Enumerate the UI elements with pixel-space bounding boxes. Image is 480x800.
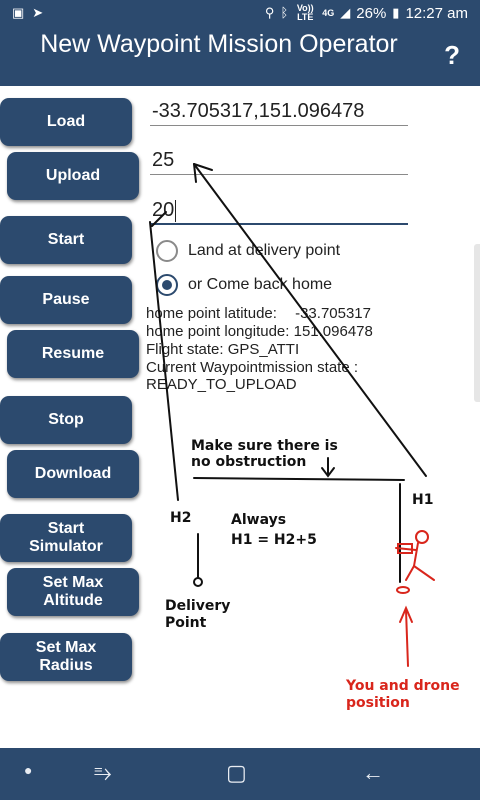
altitude-value: 25 (152, 149, 175, 171)
position-arrow (405, 609, 409, 667)
download-button[interactable]: Download (7, 450, 139, 498)
scroll-edge-handle[interactable] (474, 244, 480, 402)
home-lat-row: home point latitude: -33.705317 (146, 305, 371, 322)
mission-state-label: Current Waypointmission state : (146, 359, 359, 376)
set-max-radius-button[interactable]: Set Max Radius (0, 633, 132, 681)
altitude-input[interactable]: 25 (150, 145, 408, 175)
person-head (415, 530, 429, 544)
image-icon: ▣ (12, 5, 25, 20)
position-label-2: position (346, 695, 410, 711)
bluetooth-icon: ᛒ (280, 5, 289, 20)
obstruction-arrow-head (321, 467, 335, 478)
obstruction-note-2: no obstruction (191, 454, 307, 470)
set-max-altitude-button[interactable]: Set Max Altitude (7, 568, 139, 616)
obstruction-line (193, 477, 405, 481)
back-icon[interactable]: ← (362, 760, 384, 785)
battery-icon: ▮ (392, 5, 400, 20)
h1-arrow-head-a (193, 163, 197, 183)
controller-shape (397, 543, 413, 554)
status-bar: ▣ ➤ ⚲ ᛒ Vo)) LTE 4G ◢ 26% ▮ 12:27 am (0, 0, 480, 28)
home-lon-value: 151.096478 (293, 323, 373, 340)
delivery-label-2: Point (165, 615, 207, 631)
status-right: ⚲ ᛒ Vo)) LTE 4G ◢ 26% ▮ 12:27 am (265, 4, 468, 22)
data-indicator: 4G (322, 7, 335, 18)
h1-arrow-head-b (193, 163, 213, 171)
resume-button[interactable]: Resume (7, 330, 139, 378)
coordinates-value: -33.705317,151.096478 (152, 100, 365, 122)
position-arrow-head (399, 605, 413, 623)
rule-line-1: Always (231, 512, 287, 528)
recent-apps-icon[interactable]: ⥱ (94, 760, 112, 785)
position-label-1: You and drone (346, 678, 460, 694)
h1-label: H1 (412, 492, 434, 508)
h2-arrow-head (151, 211, 167, 227)
upload-button[interactable]: Upload (7, 152, 139, 200)
sketch-lines (149, 163, 427, 587)
h2-label: H2 (170, 510, 192, 526)
home-icon[interactable]: ▢ (226, 760, 247, 785)
send-icon: ➤ (32, 5, 44, 20)
land-option[interactable]: Land at delivery point (156, 240, 340, 262)
home-lon-row: home point longitude: 151.096478 (146, 323, 373, 340)
altitude-secondary-value: 20 (152, 199, 175, 221)
h1-guide-line (193, 163, 427, 477)
obstruction-note-1: Make sure there is (191, 438, 338, 454)
pause-button[interactable]: Pause (0, 276, 132, 324)
page-title: New Waypoint Mission Operator (40, 30, 398, 58)
volte-indicator: Vo)) LTE (296, 3, 314, 22)
altitude-secondary-input[interactable]: 20 (150, 195, 408, 225)
land-radio[interactable] (156, 240, 178, 262)
coordinates-input[interactable]: -33.705317,151.096478 (150, 96, 408, 126)
stop-button[interactable]: Stop (0, 396, 132, 444)
battery-percent: 26% (356, 4, 387, 22)
home-lat-label: home point latitude: (146, 305, 277, 322)
app-bar: New Waypoint Mission Operator ? (0, 28, 480, 86)
land-label: Land at delivery point (188, 242, 341, 259)
mission-state-value: READY_TO_UPLOAD (146, 376, 297, 393)
signal-icon: ◢ (340, 5, 351, 20)
delivery-label-1: Delivery (165, 598, 231, 614)
text-cursor (175, 199, 177, 222)
person-leg-right (413, 565, 435, 581)
person-figure (395, 530, 435, 667)
dot-icon[interactable]: ● (24, 762, 33, 778)
flight-state: Flight state: GPS_ATTI (146, 341, 300, 358)
status-left: ▣ ➤ (12, 4, 43, 22)
rule-line-2: H1 = H2+5 (231, 532, 317, 548)
start-button[interactable]: Start (0, 216, 132, 264)
nav-bar: ● ⥱ ▢ ← (0, 748, 480, 800)
load-button[interactable]: Load (0, 98, 132, 146)
h2-guide-line (149, 221, 179, 501)
delivery-base (193, 577, 203, 587)
help-icon[interactable]: ? (444, 40, 460, 70)
home-lon-label: home point longitude: (146, 323, 290, 340)
location-icon: ⚲ (264, 5, 275, 20)
come-back-label: or Come back home (188, 276, 333, 293)
drone-base (396, 586, 410, 594)
person-leg-left (405, 565, 415, 581)
person-body (413, 542, 419, 567)
clock: 12:27 am (405, 4, 468, 22)
start-simulator-button[interactable]: Start Simulator (0, 514, 132, 562)
home-lat-value: -33.705317 (295, 305, 371, 322)
